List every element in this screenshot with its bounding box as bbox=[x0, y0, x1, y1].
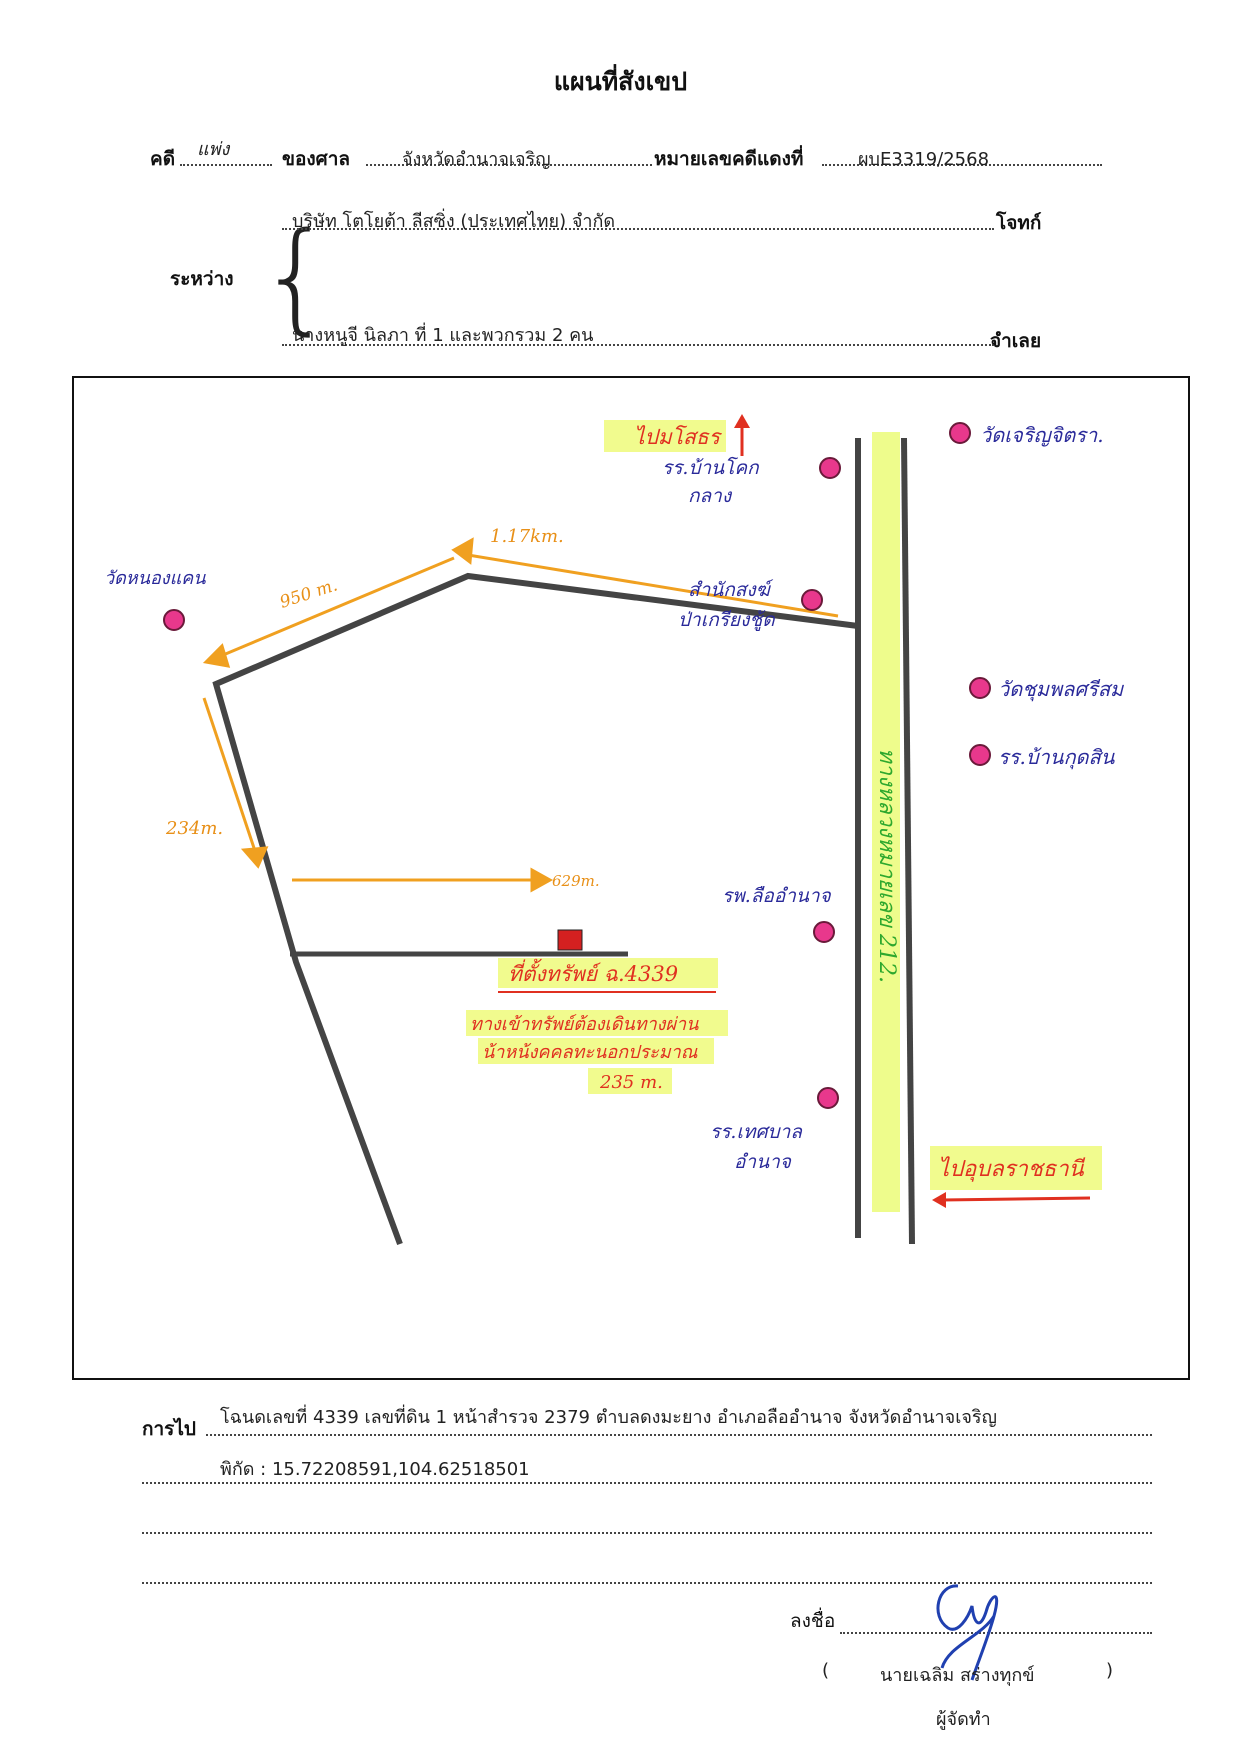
directions-dots-4 bbox=[142, 1578, 1152, 1584]
property-note-highlight-3 bbox=[588, 1068, 672, 1094]
defendant-name: นางหนูจี นิลภา ที่ 1 และพวกรวม 2 คน bbox=[292, 325, 594, 346]
property-note-3: 235 m. bbox=[599, 1072, 663, 1093]
defendant-label: จำเลย bbox=[990, 330, 1042, 352]
highway-right-edge bbox=[901, 437, 915, 1245]
court-value: จังหวัดอำนาจเจริญ bbox=[402, 149, 551, 170]
sketch-map: ทางหลวงหมายเลข 212. 1.17km. 950 m. 234m.… bbox=[72, 376, 1190, 1380]
property-note-2: น้าหน้งคคลทะนอกประมาณ bbox=[482, 1042, 698, 1063]
to-top-label: ไปมโสธร bbox=[634, 425, 723, 449]
signature-mark bbox=[936, 1584, 999, 1681]
directions-dots-3 bbox=[142, 1528, 1152, 1534]
place-samnak: สำนักสงฆ์ bbox=[688, 579, 774, 601]
property-title: ที่ตั้งทรัพย์ ฉ.4339 bbox=[508, 958, 678, 986]
place-school-khok: รร.บ้านโคก bbox=[662, 456, 760, 479]
sign-label: ลงชื่อ bbox=[790, 1610, 836, 1632]
case-label: คดี bbox=[150, 148, 176, 170]
plaintiff-name: บริษัท โตโยต้า ลีสซิ่ง (ประเทศไทย) จำกัด bbox=[292, 211, 616, 232]
place-school-tesaban-2: อำนาจ bbox=[734, 1151, 792, 1173]
place-school-kut: รร.บ้านกุดสิน bbox=[998, 745, 1116, 770]
place-school-khok-2: กลาง bbox=[688, 485, 733, 507]
distance-3: 234m. bbox=[165, 818, 223, 839]
distance-arrows bbox=[202, 537, 839, 893]
property-marker bbox=[557, 929, 583, 951]
case-value: แพ่ง bbox=[197, 139, 230, 160]
to-top-highlight bbox=[604, 420, 726, 452]
property-note-highlight-2 bbox=[478, 1038, 714, 1064]
between-label: ระหว่าง bbox=[170, 268, 234, 290]
arrow-left-icon bbox=[932, 1192, 946, 1208]
place-hospital: รพ.ลืออำนาจ bbox=[722, 885, 832, 907]
defendant-dots bbox=[282, 340, 994, 346]
property-note-highlight-1 bbox=[466, 1010, 728, 1036]
red-no-value: ผบE3319/2568 bbox=[858, 149, 990, 170]
signer-role: ผู้จัดทำ bbox=[936, 1709, 991, 1730]
signer-open-paren: ( bbox=[822, 1660, 830, 1681]
property-title-highlight bbox=[498, 958, 718, 988]
property-note-1: ทางเข้าทรัพย์ต้องเดินทางผ่าน bbox=[470, 1014, 699, 1035]
case-dots bbox=[180, 160, 272, 166]
to-bottom-label: ไปอุบลราชธานี bbox=[938, 1156, 1086, 1182]
directions-dots-2 bbox=[142, 1478, 1152, 1484]
place-wat-charoen: วัดเจริญจิตรา. bbox=[980, 423, 1104, 447]
distance-2: 950 m. bbox=[277, 575, 340, 612]
court-dots bbox=[366, 160, 652, 166]
directions-label: การไป bbox=[142, 1418, 196, 1440]
local-road bbox=[212, 572, 859, 1246]
plaintiff-label: โจทก์ bbox=[996, 212, 1042, 234]
parties-brace: { bbox=[258, 208, 335, 347]
map-canvas: ทางหลวงหมายเลข 212. 1.17km. 950 m. 234m.… bbox=[104, 414, 1125, 1246]
place-wat-nong: วัดหนองแคน bbox=[104, 568, 206, 589]
coords-text: พิกัด : 15.72208591,104.62518501 bbox=[220, 1459, 530, 1480]
red-no-dots bbox=[822, 160, 1102, 166]
signer-name: นายเฉลิม สร่างทุกข์ bbox=[880, 1665, 1035, 1686]
court-label: ของศาล bbox=[282, 148, 351, 170]
landmark-markers bbox=[163, 422, 991, 1109]
plaintiff-dots bbox=[282, 224, 994, 230]
sign-line bbox=[840, 1628, 1152, 1634]
red-no-label: หมายเลขคดีแดงที่ bbox=[654, 148, 804, 170]
signer-close-paren: ) bbox=[1106, 1660, 1114, 1681]
distance-1: 1.17km. bbox=[490, 526, 564, 547]
distance-4: 629m. bbox=[552, 872, 600, 890]
page-title: แผนที่สังเขป bbox=[553, 67, 688, 96]
place-wat-chum: วัดชุมพลศรีสม bbox=[998, 677, 1125, 702]
directions-text: โฉนดเลขที่ 4339 เลขที่ดิน 1 หน้าสำรวจ 23… bbox=[220, 1407, 997, 1428]
arrow-up-icon bbox=[734, 414, 750, 428]
highway-label: ทางหลวงหมายเลข 212. bbox=[874, 748, 899, 983]
place-school-tesaban: รร.เทศบาล bbox=[710, 1121, 803, 1143]
to-bottom-highlight bbox=[930, 1146, 1102, 1190]
place-samnak-2: ป่าเกรียงชู้ด bbox=[678, 609, 776, 631]
highway-band bbox=[872, 432, 900, 1212]
directions-dots-1 bbox=[206, 1430, 1152, 1436]
